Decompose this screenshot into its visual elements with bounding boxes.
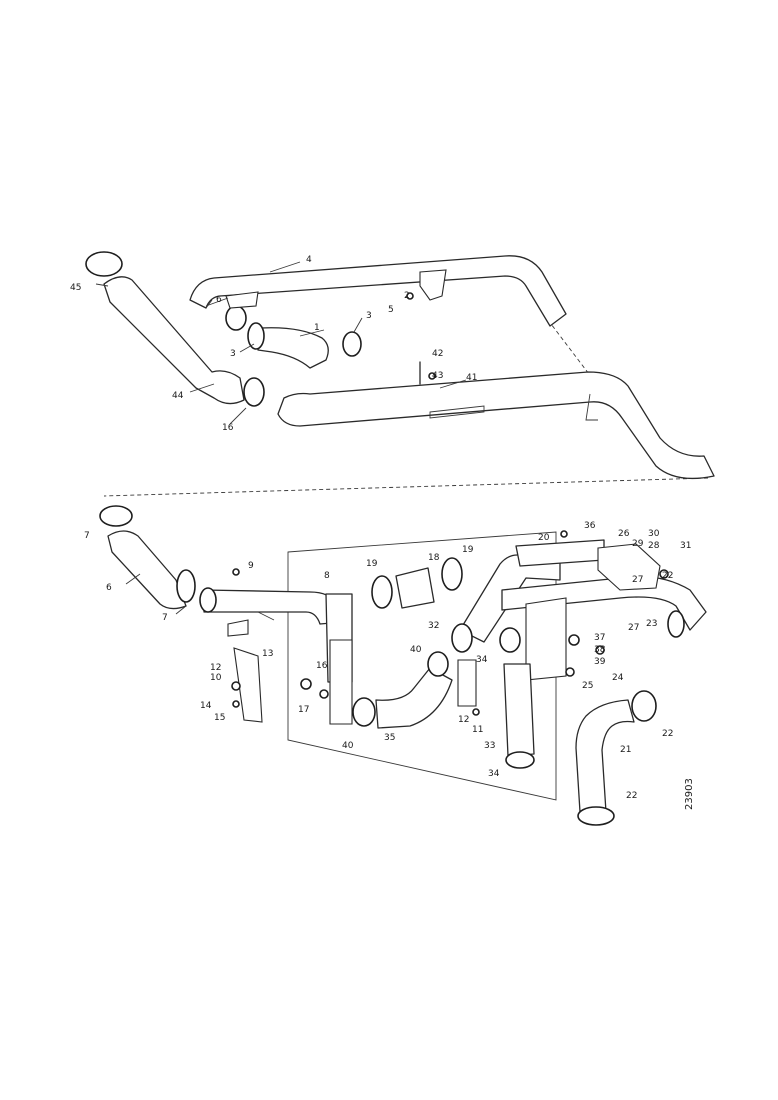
callout-23: 23: [646, 619, 657, 629]
callout-40b: 40: [342, 741, 354, 751]
callout-26: 26: [618, 529, 630, 539]
callout-9: 9: [248, 561, 254, 571]
horizontal-pipe: [199, 587, 353, 725]
callout-44: 44: [172, 391, 184, 401]
callout-34a: 34: [476, 655, 488, 665]
callout-5: 5: [388, 305, 394, 315]
callout-14: 14: [200, 701, 212, 711]
callout-4: 4: [306, 255, 312, 265]
callout-1: 1: [314, 323, 320, 333]
callout-35: 35: [384, 733, 395, 743]
right-bracket-plate: [597, 543, 669, 591]
callout-43: 43: [432, 371, 443, 381]
main-long-hose: [277, 361, 715, 480]
callout-7a: 7: [84, 531, 90, 541]
callout-27b: 27: [628, 623, 639, 633]
callout-32: 32: [428, 621, 439, 631]
callout-15: 15: [214, 713, 225, 723]
callout-37: 37: [594, 633, 605, 643]
elbow-hose: [225, 291, 362, 369]
callout-12a: 12: [210, 663, 221, 673]
callout-41: 41: [466, 373, 477, 383]
callout-3b: 3: [230, 349, 236, 359]
callout-8: 8: [324, 571, 330, 581]
right-elbow-hose: [575, 690, 657, 826]
callout-3a: 3: [366, 311, 372, 321]
diagonal-upper-hose: [85, 251, 265, 407]
callout-2: 2: [404, 291, 410, 301]
callout-6b: 6: [106, 583, 112, 593]
callout-36: 36: [584, 521, 596, 531]
upper-hose-bracket: [406, 269, 447, 301]
callout-labels: 1 2 3 3 4 5 6 6 7 7 8 9 10 11 12 12 13 1…: [70, 255, 691, 801]
misc-fasteners: [232, 372, 568, 716]
upper-return-hose: [189, 255, 567, 327]
callout-18: 18: [428, 553, 440, 563]
drawing-number: 23903: [684, 778, 695, 810]
callout-40a: 40: [410, 645, 422, 655]
backing-panel: [287, 531, 557, 801]
leader-lines: [95, 261, 467, 621]
callout-19b: 19: [462, 545, 474, 555]
callout-42: 42: [432, 349, 443, 359]
callout-25: 25: [582, 681, 593, 691]
callout-31: 31: [680, 541, 691, 551]
callout-19a: 19: [366, 559, 378, 569]
central-riser-hose: [451, 539, 707, 653]
callout-21: 21: [620, 745, 631, 755]
callout-39: 39: [594, 657, 606, 667]
callout-10: 10: [210, 673, 222, 683]
callout-11: 11: [472, 725, 483, 735]
vertical-down-hose: [457, 627, 535, 769]
connector-sleeve: [371, 557, 463, 609]
callout-33: 33: [484, 741, 495, 751]
connection-guides: [103, 319, 709, 497]
callout-17: 17: [298, 705, 309, 715]
callout-27a: 27: [632, 575, 643, 585]
left-inlet-hose: [99, 505, 196, 610]
callout-24: 24: [612, 673, 624, 683]
callout-7b: 7: [162, 613, 168, 623]
callout-29: 29: [632, 539, 644, 549]
callout-28: 28: [648, 541, 660, 551]
callout-12b: 12: [458, 715, 469, 725]
callout-22a: 22: [662, 571, 673, 581]
callout-16: 16: [316, 661, 328, 671]
left-support-bracket: [227, 619, 263, 723]
callout-20: 20: [538, 533, 550, 543]
center-bracket: [525, 597, 605, 681]
callout-38: 38: [594, 645, 606, 655]
callout-16b: 16: [222, 423, 234, 433]
callout-13: 13: [262, 649, 273, 659]
callout-22b: 22: [662, 729, 673, 739]
callout-34b: 34: [488, 769, 500, 779]
callout-45: 45: [70, 283, 81, 293]
callout-22c: 22: [626, 791, 637, 801]
callout-30: 30: [648, 529, 660, 539]
lower-s-hose: [352, 651, 453, 729]
callout-6a: 6: [216, 295, 222, 305]
